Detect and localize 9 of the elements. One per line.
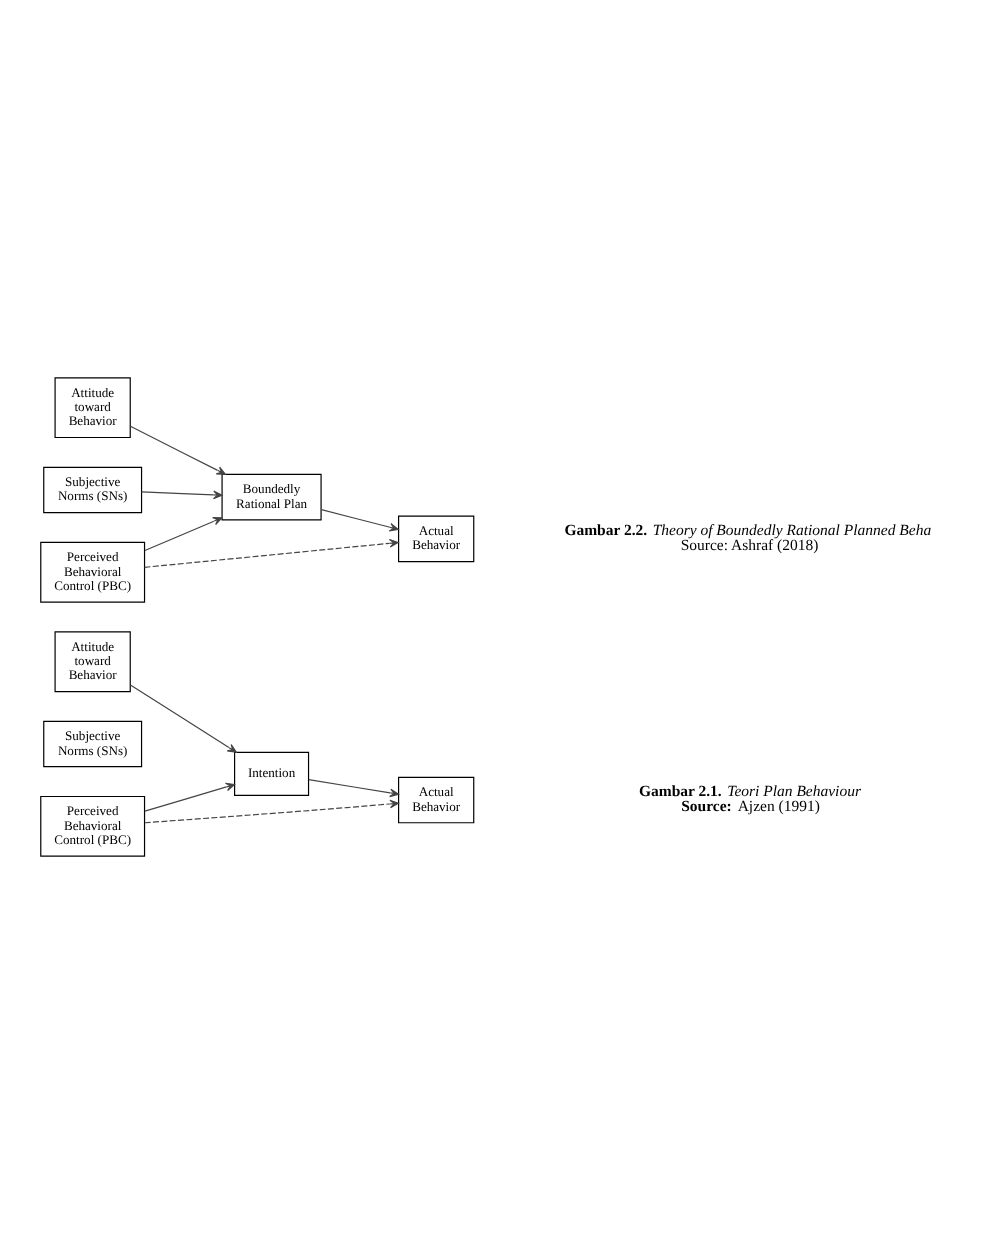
arrow xyxy=(129,684,237,753)
arrow xyxy=(308,779,400,798)
arrow xyxy=(144,517,223,552)
arrow xyxy=(143,538,399,568)
arrow xyxy=(129,425,226,475)
arrow xyxy=(320,509,399,532)
arrow xyxy=(144,799,400,824)
arrow xyxy=(141,490,223,500)
arrow xyxy=(144,782,236,812)
